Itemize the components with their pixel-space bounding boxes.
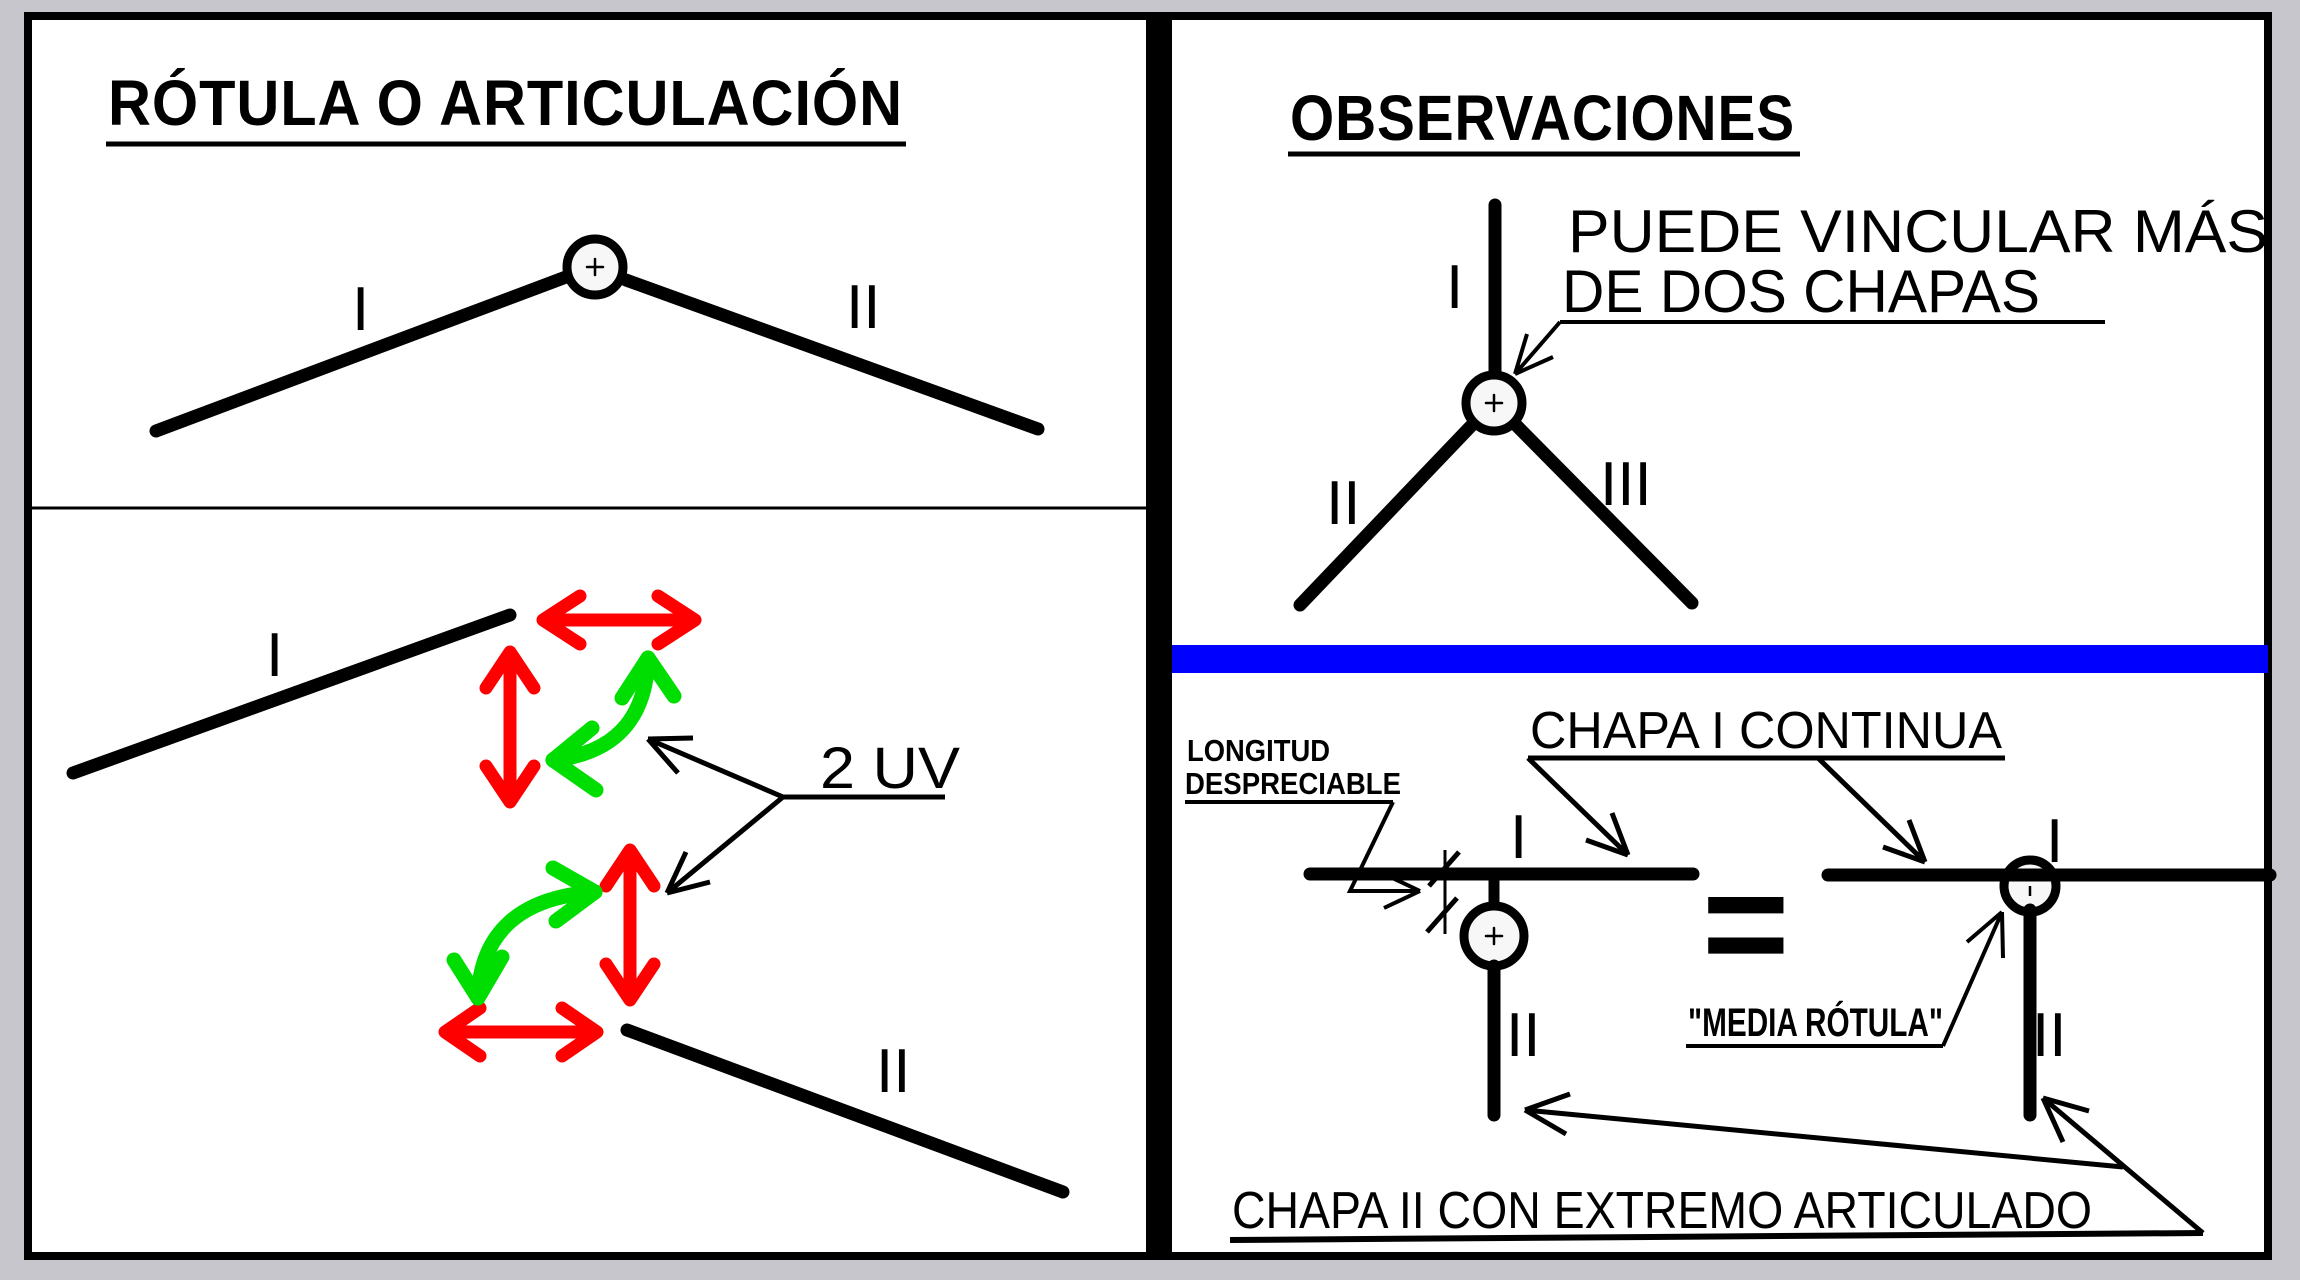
three-bar-hinge-diagram: I II III PUEDE VINCULAR MÁS DE DOS CHAPA… <box>1293 198 2268 612</box>
media-rotula-leader <box>1686 910 2005 1048</box>
bar-I-label: I <box>266 621 283 690</box>
negligible-leader <box>1185 800 1421 910</box>
negligible-length-label-line2: DESPRECIABLE <box>1185 766 1401 801</box>
bar-I-label: I <box>1510 803 1527 872</box>
equals-sign: = <box>1702 839 1790 1007</box>
right-panel-title: OBSERVACIONES <box>1290 82 1795 154</box>
hinge-center-cross <box>1484 926 1504 946</box>
chapa-articulado-leaders <box>1229 1091 2205 1243</box>
bar-II <box>1293 419 1478 612</box>
panel-divider <box>1146 12 1172 1260</box>
negligible-length-label-line1: LONGITUD <box>1187 733 1330 768</box>
bar-III-label: III <box>1600 450 1652 519</box>
label-underline <box>1229 1230 2204 1243</box>
dof-count-label: 2 UV <box>820 736 960 801</box>
section-divider-blue <box>1172 645 2268 673</box>
leader-arrow-icon <box>1346 801 1421 910</box>
media-rotula-label: "MEDIA RÓTULA" <box>1688 999 1943 1045</box>
hinge-center-cross <box>585 257 605 277</box>
right-figure <box>1821 855 2277 1122</box>
dimension-ticks <box>1425 850 1461 934</box>
dof-callout-leaders <box>646 735 945 896</box>
rotation-arrows <box>446 650 682 1006</box>
bar-II-label: II <box>876 1037 910 1106</box>
right-panel: OBSERVACIONES I II III PUEDE VINCULAR MÁ… <box>1172 82 2277 1243</box>
leader-arrow-icon <box>1523 1091 2124 1170</box>
leader-arrow-icon <box>1513 320 1562 376</box>
media-rotula-diagram: I II LONGITUD DESPRECIABLE CHAPA I CONTI… <box>1185 702 2277 1243</box>
chapa-continua-leaders <box>1526 755 2005 865</box>
translation-arrows <box>438 589 702 1063</box>
bar-I <box>149 270 573 438</box>
horizontal-arrow-icon <box>438 1001 604 1063</box>
leader-arrow-icon <box>664 795 785 896</box>
rotation-arrow-icon <box>545 650 682 798</box>
bar-I-label: I <box>1446 253 1463 322</box>
bar-III <box>1510 419 1699 610</box>
leader-arrow-icon <box>646 735 784 800</box>
chapa-continua-label: CHAPA I CONTINUA <box>1530 702 2002 760</box>
hinge-center-cross <box>1484 393 1504 413</box>
leader-arrow-icon <box>1526 756 1631 858</box>
bar-I <box>66 608 517 780</box>
bar-II-label: II <box>846 273 880 342</box>
vertical-arrow-icon <box>599 843 661 1007</box>
leader-arrow-icon <box>1816 756 1928 865</box>
horizontal-arrow-icon <box>536 589 702 651</box>
hinge-two-bars-diagram <box>149 234 1045 438</box>
bar-I-label: I <box>2046 807 2063 876</box>
bar-II <box>619 273 1045 436</box>
dof-diagram: I II <box>66 589 1070 1199</box>
note-line1: PUEDE VINCULAR MÁS <box>1568 198 2268 265</box>
bar-II-label: II <box>2032 1001 2066 1070</box>
left-figure <box>1303 867 1700 1122</box>
chapa-articulado-label: CHAPA II CON EXTREMO ARTICULADO <box>1232 1182 2092 1240</box>
vertical-arrow-icon <box>479 645 541 809</box>
note-line2: DE DOS CHAPAS <box>1562 258 2040 325</box>
tick-mark <box>1427 850 1461 888</box>
bar-II-label: II <box>1506 1001 1540 1070</box>
bar-I-label: I <box>352 275 369 344</box>
left-panel: RÓTULA O ARTICULACIÓN I II I II <box>24 67 1146 1199</box>
leader-arrow-icon <box>1941 910 2005 1047</box>
tick-mark <box>1425 896 1459 934</box>
bar-II <box>620 1023 1070 1199</box>
left-panel-title: RÓTULA O ARTICULACIÓN <box>108 67 903 139</box>
bar-II-label: II <box>1326 469 1360 538</box>
rotation-arrow-icon <box>446 860 603 1006</box>
note-leader <box>1513 320 2105 376</box>
